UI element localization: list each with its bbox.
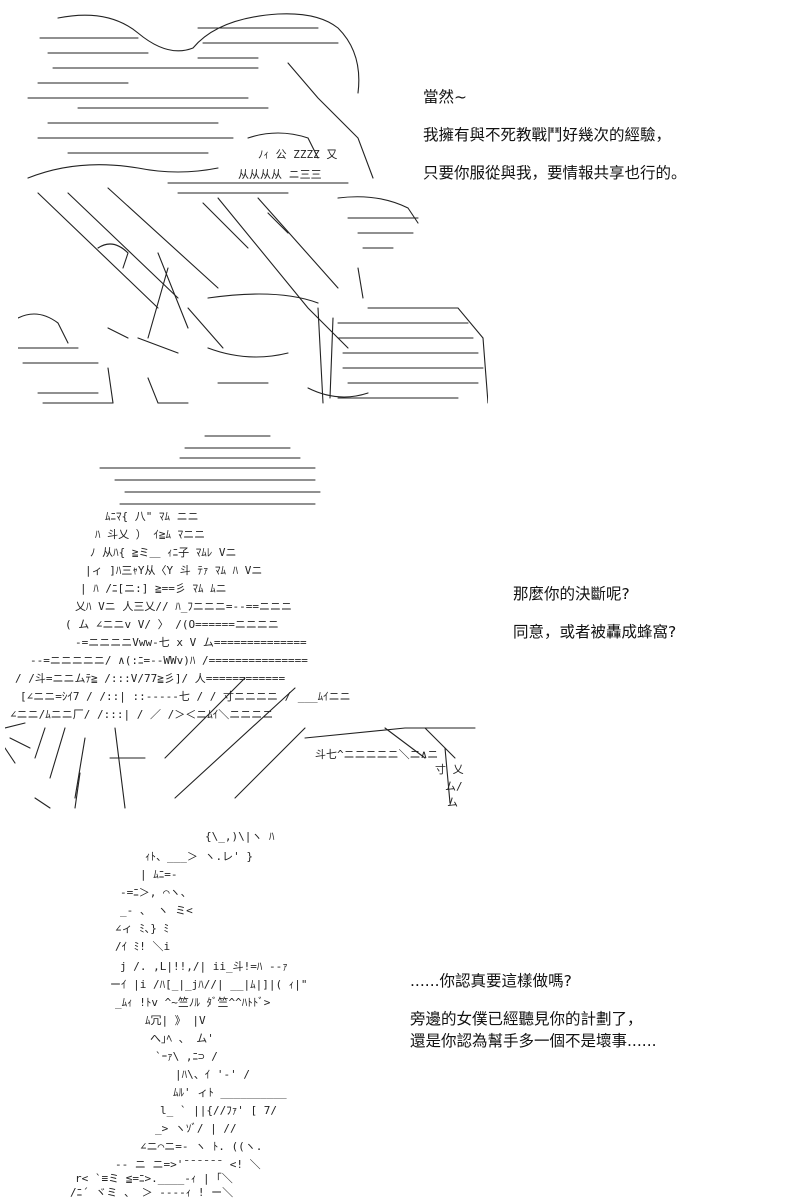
- dialogue-line: 我擁有與不死教戰鬥好幾次的經驗，: [423, 126, 672, 144]
- ascii-art-figure-3: {\_,)\|ヽ ﾊ ｨﾄ、___＞ ヽ.レ' } | ﾑﾆ=- -=ﾆ＞, ⌒…: [55, 830, 425, 1198]
- ascii-art-figure-2-drawing: ﾑﾆﾏ{ 八" ﾏﾑ ニニ ﾊ 斗乂 ） ｲ≧ﾑ ﾏニニ ﾉ 从ﾊ{ ≧ミ＿ ｨ…: [5, 435, 476, 809]
- svg-text:[∠ニニ=ｼｲ7 / /::| ::-----七 / /: [∠ニニ=ｼｲ7 / /::| ::-----七 / / 寸ニニニニ / ___…: [20, 689, 351, 703]
- svg-text:_> ヽｿﾞ/ | //: _> ヽｿﾞ/ | //: [155, 1122, 237, 1135]
- svg-text:( ム ∠ニニv V/ 〉 /(O======ニニニニ: ( ム ∠ニニv V/ 〉 /(O======ニニニニ: [65, 618, 279, 631]
- svg-text:-=ニニニニVww-七 x V ム=============: -=ニニニニVww-七 x V ム==============: [75, 636, 307, 649]
- svg-text:/ｲ ﾐ! ＼i: /ｲ ﾐ! ＼i: [115, 940, 170, 953]
- svg-text:へ｣ﾍ 、 ム': へ｣ﾍ 、 ム': [150, 1032, 214, 1045]
- svg-text:∠ィ ﾐ､} ﾐ: ∠ィ ﾐ､} ﾐ: [115, 922, 169, 935]
- svg-text:|ﾊ\、ｲ '-' /: |ﾊ\、ｲ '-' /: [175, 1068, 250, 1081]
- svg-text:∠ニ⌒ニ=- ヽ ﾄ. ((ヽ.: ∠ニ⌒ニ=- ヽ ﾄ. ((ヽ.: [140, 1140, 262, 1153]
- svg-text:|ィ ]ﾊ三ｬY从〈Y 斗 ﾃｧ ﾏﾑ ﾊ Vニ: |ィ ]ﾊ三ｬY从〈Y 斗 ﾃｧ ﾏﾑ ﾊ Vニ: [85, 564, 262, 577]
- dialogue-3: ......你認真要這樣做嗎? 旁邊的女僕已經聽見你的計劃了， 還是你認為幫手多…: [410, 970, 657, 1052]
- ascii-art-figure-3-drawing: {\_,)\|ヽ ﾊ ｨﾄ、___＞ ヽ.レ' } | ﾑﾆ=- -=ﾆ＞, ⌒…: [70, 830, 307, 1198]
- dialogue-line: 同意，或者被轟成蜂窩?: [513, 623, 677, 641]
- svg-text:| ﾊ /ﾆ[ニ:] ≧==彡 ﾏﾑ ﾑニ: | ﾊ /ﾆ[ニ:] ≧==彡 ﾏﾑ ﾑニ: [80, 582, 227, 595]
- svg-text:∠ニニ/ﾑニニ厂/ /:::| / ／ /＞＜ニﾑｲ＼ニニ: ∠ニニ/ﾑニニ厂/ /:::| / ／ /＞＜ニﾑｲ＼ニニニニ: [10, 708, 273, 721]
- ascii-art-figure-2: ﾑﾆﾏ{ 八" ﾏﾑ ニニ ﾊ 斗乂 ） ｲ≧ﾑ ﾏニニ ﾉ 从ﾊ{ ≧ミ＿ ｨ…: [5, 428, 495, 810]
- svg-text:ﾑﾙ' ィﾄ __________: ﾑﾙ' ィﾄ __________: [173, 1086, 287, 1099]
- panel-1: ﾉｨ 公 ZZZZ 又 从从从从 ニ三三: [0, 0, 800, 410]
- svg-text:/ﾆ´ ヾミ 、 ＞ ----ｨ ! ー＼: /ﾆ´ ヾミ 、 ＞ ----ｨ ! ー＼: [70, 1186, 233, 1198]
- svg-text:-=ﾆ＞, ⌒ヽ、: -=ﾆ＞, ⌒ヽ、: [120, 886, 192, 899]
- svg-text:{\_,)\|ヽ ﾊ: {\_,)\|ヽ ﾊ: [205, 830, 275, 843]
- svg-text:乂ﾊ Vニ 人三乂// ﾊ_ﾌニニニ=--==ニニニ: 乂ﾊ Vニ 人三乂// ﾊ_ﾌニニニ=--==ニニニ: [75, 600, 292, 613]
- panel-2: ﾑﾆﾏ{ 八" ﾏﾑ ニニ ﾊ 斗乂 ） ｲ≧ﾑ ﾏニニ ﾉ 从ﾊ{ ≧ミ＿ ｨ…: [0, 410, 800, 810]
- svg-text:/ /斗=ニニムﾃ≧ /:::V/77≧彡]/ 人=====: / /斗=ニニムﾃ≧ /:::V/77≧彡]/ 人============: [15, 672, 286, 685]
- svg-text:ﾑﾆﾏ{ 八" ﾏﾑ ニニ: ﾑﾆﾏ{ 八" ﾏﾑ ニニ: [105, 510, 199, 523]
- dialogue-line: ......你認真要這樣做嗎?: [410, 972, 572, 990]
- svg-text:从从从从 ニ三三: 从从从从 ニ三三: [238, 168, 322, 181]
- svg-text:l_ ` ||{//ﾌｧ' [ 7/: l_ ` ||{//ﾌｧ' [ 7/: [160, 1104, 277, 1117]
- panel-3: {\_,)\|ヽ ﾊ ｨﾄ、___＞ ヽ.レ' } | ﾑﾆ=- -=ﾆ＞, ⌒…: [0, 815, 800, 1200]
- svg-text:ﾉｨ 公 ZZZZ 又: ﾉｨ 公 ZZZZ 又: [258, 148, 337, 161]
- svg-text:_- 、 ヽ ミ<: _- 、 ヽ ミ<: [120, 904, 193, 917]
- dialogue-line: 旁邊的女僕已經聽見你的計劃了，: [410, 1010, 643, 1028]
- svg-text:斗七^ニニニニニ＼ニ∧ニ: 斗七^ニニニニニ＼ニ∧ニ: [315, 748, 438, 761]
- dialogue-line: 只要你服從與我，要情報共享也行的。: [423, 164, 687, 182]
- svg-text:ﾑ冗| 》 |V: ﾑ冗| 》 |V: [145, 1014, 206, 1027]
- ascii-art-figure-1-drawing: ﾉｨ 公 ZZZZ 又 从从从从 ニ三三: [18, 13, 488, 404]
- svg-text:_ﾑｨ !ﾄv ^~竺ﾉﾙ ﾀﾞ竺^^ﾊﾄﾄﾞ>: _ﾑｨ !ﾄv ^~竺ﾉﾙ ﾀﾞ竺^^ﾊﾄﾄﾞ>: [115, 995, 271, 1009]
- svg-text:| ﾑﾆ=-: | ﾑﾆ=-: [140, 868, 178, 881]
- svg-text:寸 乂: 寸 乂: [435, 762, 464, 776]
- dialogue-line: 當然~: [423, 88, 467, 106]
- svg-text:j /. ,L|!!,/| ii_斗!=ﾊ --ｧ: j /. ,L|!!,/| ii_斗!=ﾊ --ｧ: [120, 960, 288, 973]
- dialogue-2: 那麼你的決斷呢? 同意，或者被轟成蜂窩?: [513, 583, 676, 643]
- dialogue-line: 那麼你的決斷呢?: [513, 585, 630, 603]
- svg-text:ム/: ム/: [445, 780, 463, 793]
- svg-text:ム: ム: [447, 796, 458, 809]
- dialogue-1: 當然~ 我擁有與不死教戰鬥好幾次的經驗， 只要你服從與我，要情報共享也行的。: [423, 86, 687, 184]
- svg-text:r< `≡ミ ≦=ﾆ>.____-ｨ | ｢＼: r< `≡ミ ≦=ﾆ>.____-ｨ | ｢＼: [75, 1172, 233, 1185]
- svg-text:ﾊ 斗乂 ） ｲ≧ﾑ ﾏニニ: ﾊ 斗乂 ） ｲ≧ﾑ ﾏニニ: [95, 528, 205, 541]
- svg-text:`ｰｧ\ ,ﾆ⊃ /: `ｰｧ\ ,ﾆ⊃ /: [155, 1050, 218, 1063]
- svg-text:ﾉ 从ﾊ{ ≧ミ＿ ｨﾆ子 ﾏﾑﾚ Vニ: ﾉ 从ﾊ{ ≧ミ＿ ｨﾆ子 ﾏﾑﾚ Vニ: [90, 546, 236, 559]
- svg-text:ｨﾄ、___＞ ヽ.レ' }: ｨﾄ、___＞ ヽ.レ' }: [145, 850, 253, 863]
- dialogue-line: 還是你認為幫手多一個不是壞事......: [410, 1032, 657, 1050]
- svg-text:-- ニ ニ=>'¯¯¯¯¯¯ <! ＼: -- ニ ニ=>'¯¯¯¯¯¯ <! ＼: [115, 1158, 261, 1171]
- svg-text:--=ニニニニニ/ ∧(:ﾆ=--WWv)ﾊ /======: --=ニニニニニ/ ∧(:ﾆ=--WWv)ﾊ /===============: [30, 654, 308, 667]
- svg-text:ーｲ |i /ﾊ[_|_jﾊ//| __|ﾑ|]|( ｨ|: ーｲ |i /ﾊ[_|_jﾊ//| __|ﾑ|]|( ｨ|": [110, 978, 307, 991]
- ascii-art-figure-1: ﾉｨ 公 ZZZZ 又 从从从从 ニ三三: [18, 8, 488, 408]
